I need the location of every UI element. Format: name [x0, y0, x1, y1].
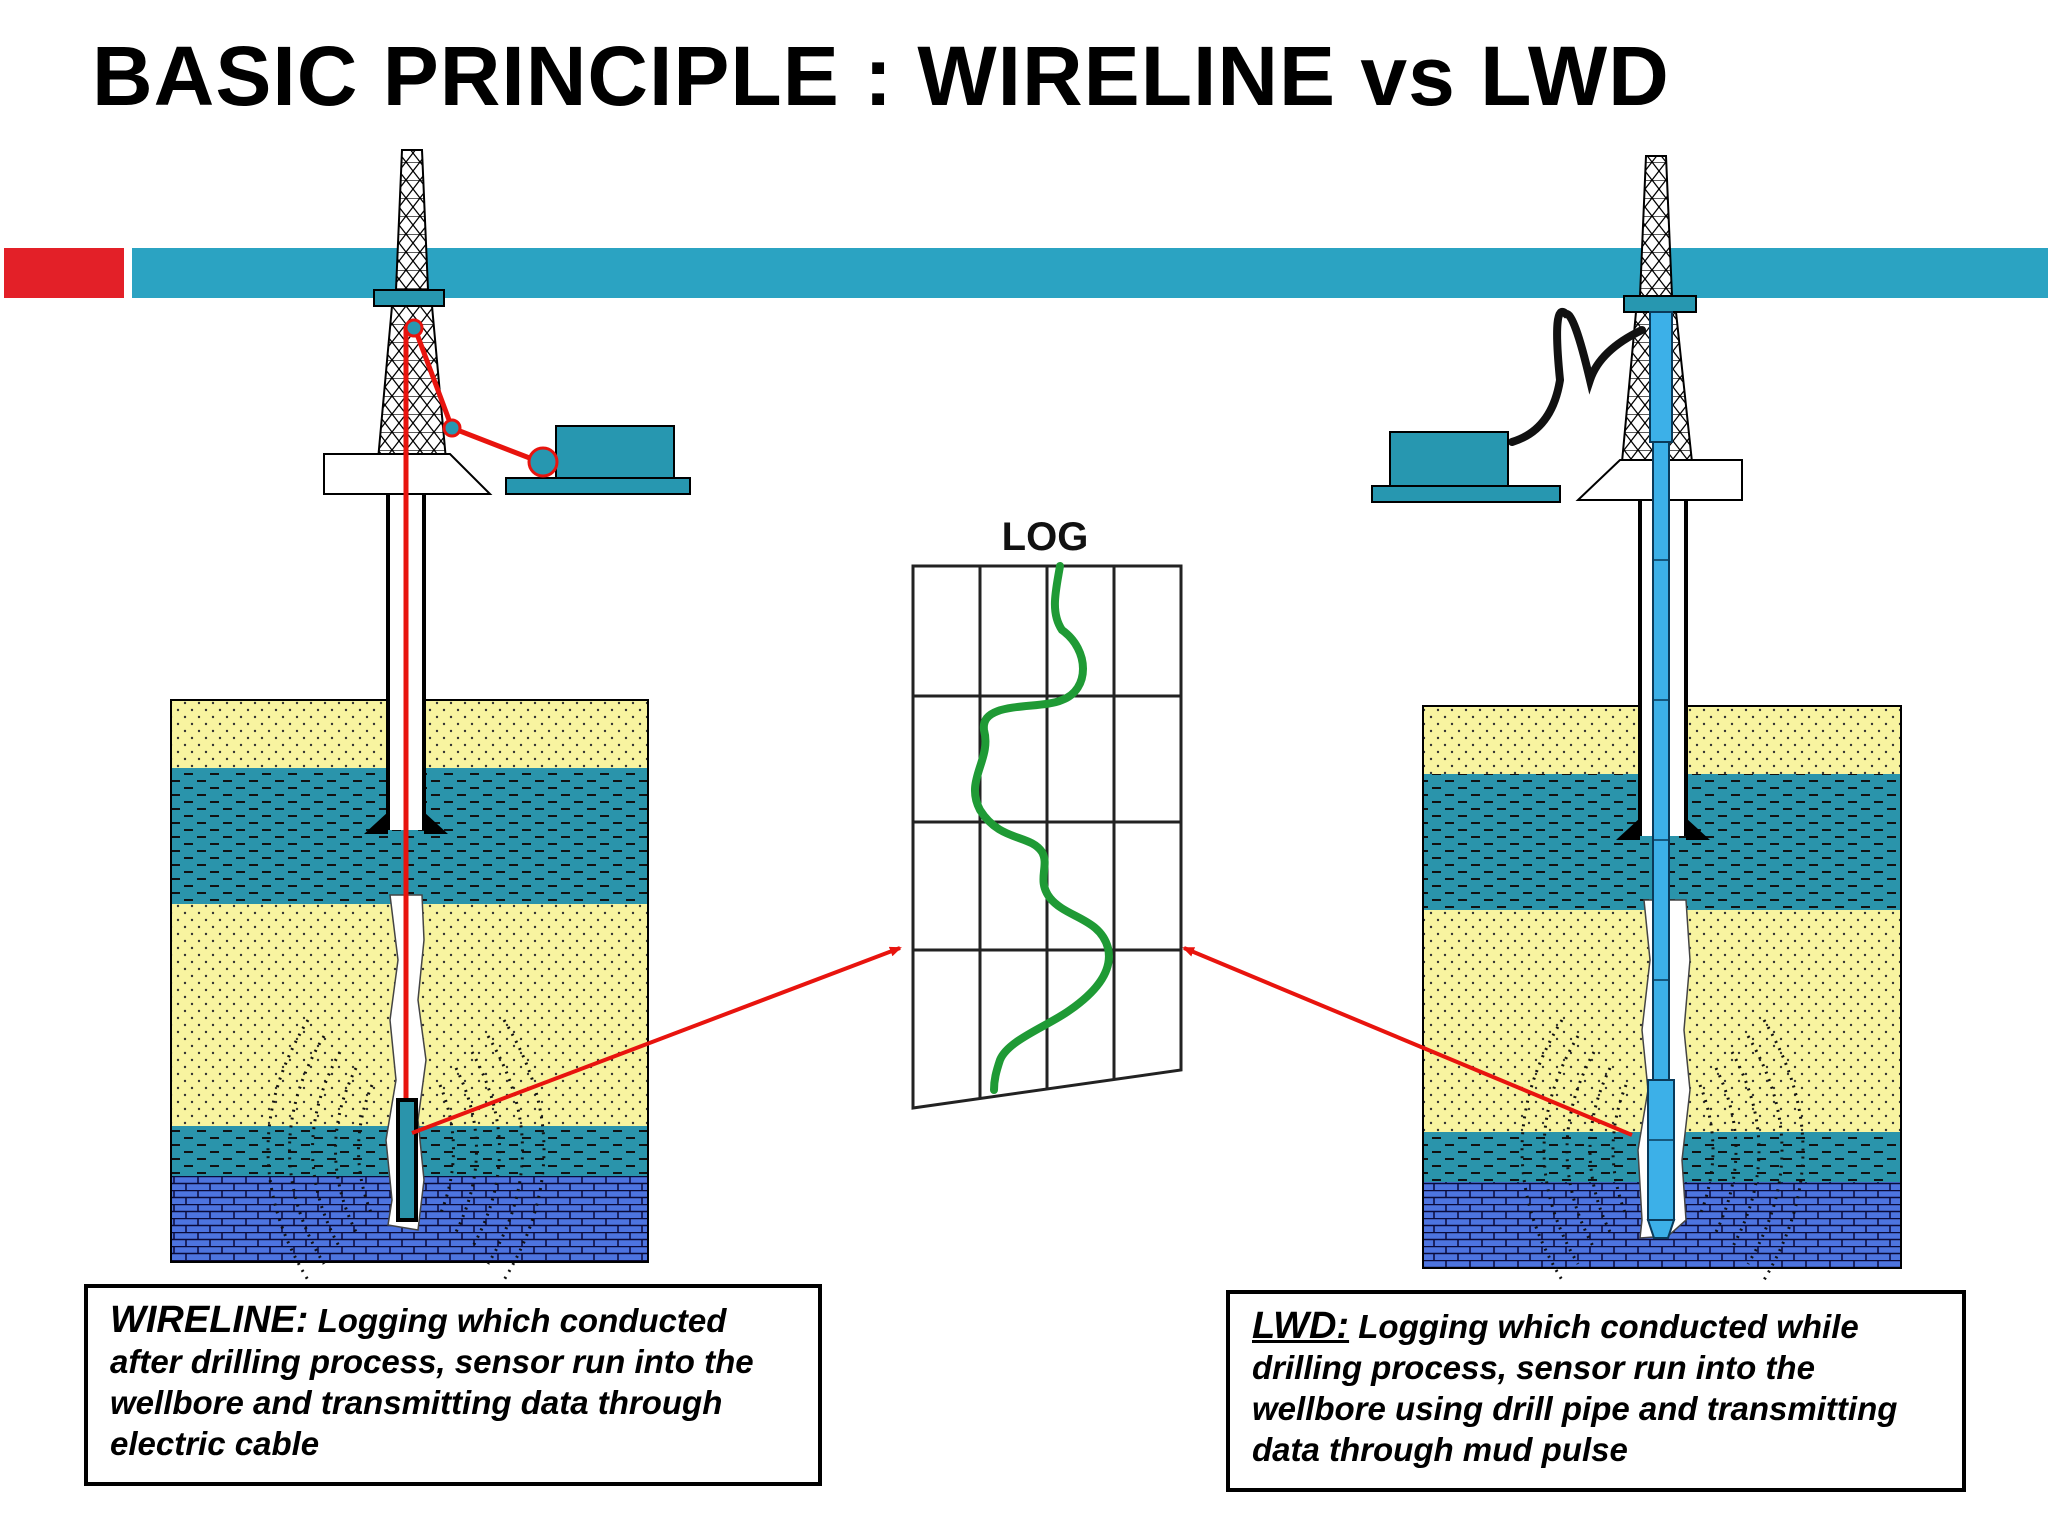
wireline-idler-sheave	[442, 418, 462, 438]
wireline-signal-waves	[266, 1019, 546, 1281]
lwd-caption-box: LWD: Logging which conducted while drill…	[1226, 1290, 1966, 1492]
log-grid-lines	[913, 566, 1181, 1098]
lwd-surface-unit-base	[1371, 485, 1561, 503]
wireline-caption-heading: WIRELINE:	[110, 1299, 309, 1341]
lwd-mud-hose	[1508, 308, 1646, 446]
slide-title: BASIC PRINCIPLE : WIRELINE vs LWD	[92, 29, 1670, 123]
lwd-bha-tool	[1647, 1079, 1675, 1221]
header-accent-bar	[4, 248, 124, 298]
wireline-caption-body: Logging which conducted after drilling p…	[110, 1302, 754, 1462]
log-label: LOG	[1002, 515, 1089, 559]
wireline-winch-drum	[527, 446, 559, 478]
log-curve	[971, 562, 1113, 1094]
log-panel: LOG	[911, 515, 1183, 1110]
wireline-derrick-upper	[394, 149, 430, 291]
lwd-crown-platform	[1623, 295, 1697, 313]
lwd-casing-shoe	[1616, 818, 1710, 840]
wireline-truck-base	[505, 477, 691, 495]
wireline-logging-unit	[555, 425, 675, 479]
lwd-well-section	[1371, 155, 1902, 1281]
lwd-kelly	[1649, 311, 1673, 443]
wireline-logging-sonde	[396, 1098, 418, 1222]
wireline-casing-shoe	[364, 812, 448, 834]
lwd-derrick-upper	[1638, 155, 1674, 297]
lwd-surface-unit	[1389, 431, 1509, 487]
lwd-signal-waves	[1520, 1019, 1805, 1281]
header-bar	[132, 248, 2048, 298]
lwd-drill-bit	[1646, 1219, 1676, 1239]
wireline-caption-box: WIRELINE: Logging which conducted after …	[84, 1284, 822, 1486]
wireline-data-arrow	[411, 946, 902, 1135]
wireline-crown-sheave	[404, 318, 424, 338]
wireline-crown-platform	[373, 289, 445, 307]
lwd-caption-body: Logging which conducted while drilling p…	[1252, 1308, 1898, 1468]
lwd-caption-heading: LWD:	[1252, 1305, 1350, 1347]
lwd-data-arrow	[1182, 946, 1633, 1137]
wireline-well-section	[170, 149, 691, 1281]
